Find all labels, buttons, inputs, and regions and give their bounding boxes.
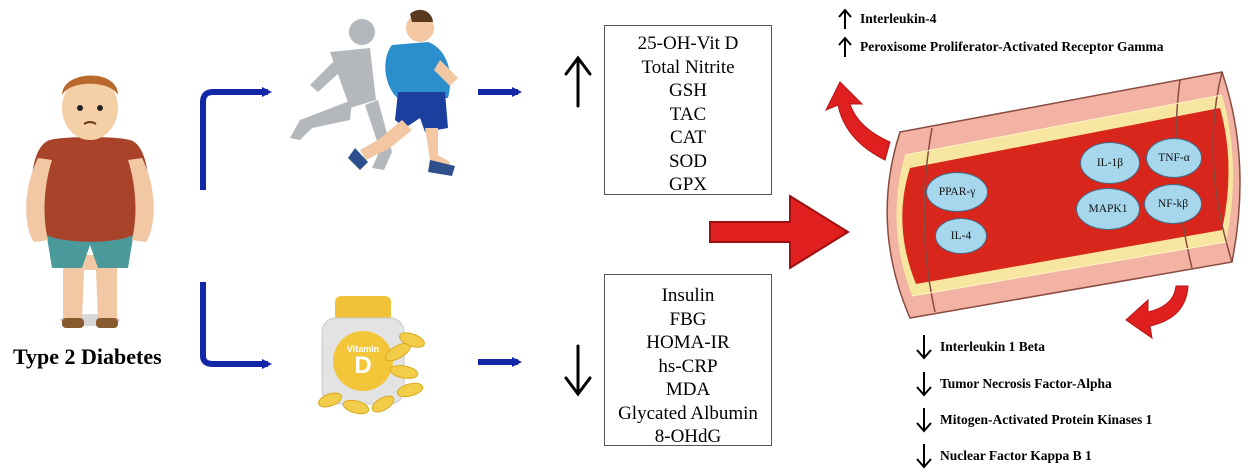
list-item: Nuclear Factor Kappa B 1	[914, 438, 1152, 474]
increased-marker: GPX	[668, 174, 707, 195]
decreased-marker: Glycated Albumin	[618, 402, 758, 424]
increased-marker: CAT	[670, 127, 706, 148]
downregulated-list: Interleukin 1 Beta Tumor Necrosis Factor…	[914, 328, 1152, 474]
increased-marker: 25-OH-Vit D	[637, 33, 739, 54]
big-red-arrow	[709, 194, 850, 270]
vessel-cell: IL-4	[935, 218, 987, 254]
increase-arrow-icon	[564, 55, 592, 108]
list-item: Mitogen-Activated Protein Kinases 1	[914, 402, 1152, 438]
upper-elbow-arrow	[200, 87, 272, 190]
list-item: Peroxisome Proliferator-Activated Recept…	[836, 32, 1164, 62]
down-arrow-icon	[916, 335, 932, 360]
up-arrow-icon	[838, 36, 852, 57]
upregulated-list: Interleukin-4 Peroxisome Proliferator-Ac…	[836, 6, 1164, 62]
increased-marker: Total Nitrite	[641, 56, 735, 78]
increased-marker: TAC	[669, 103, 707, 125]
decreased-marker: HOMA-IR	[646, 332, 730, 353]
vessel-cell: NF-kβ	[1144, 184, 1202, 224]
increased-marker: SOD	[668, 150, 707, 172]
decreased-marker: 8-OHdG	[654, 426, 722, 447]
person-icon	[26, 75, 154, 328]
decreased-marker: MDA	[665, 379, 711, 400]
upregulated-label: Interleukin-4	[860, 11, 937, 26]
decreased-marker: FBG	[669, 308, 707, 330]
lower-curved-red-arrow	[1125, 285, 1189, 340]
lower-elbow-arrow	[200, 282, 272, 369]
list-item: Tumor Necrosis Factor-Alpha	[914, 366, 1152, 402]
decreased-marker: Insulin	[661, 285, 715, 306]
decreased-marker: hs-CRP	[658, 355, 718, 377]
increased-marker: GSH	[668, 80, 707, 101]
down-arrow-icon	[916, 408, 932, 433]
decrease-arrow-icon	[564, 344, 592, 397]
down-arrow-icon	[916, 372, 932, 397]
list-item: Interleukin 1 Beta	[914, 328, 1152, 366]
up-arrow-icon	[838, 8, 852, 29]
downregulated-label: Tumor Necrosis Factor-Alpha	[940, 376, 1112, 391]
upper-curved-red-arrow	[824, 81, 891, 161]
vitamin-label: Vitamin D	[333, 344, 393, 378]
down-arrow-icon	[916, 444, 932, 469]
list-item: Interleukin-4	[836, 6, 1164, 32]
vitamin-label-top: Vitamin	[346, 344, 380, 354]
vessel-cell: PPAR-γ	[926, 172, 988, 212]
vitamin-label-letter: D	[354, 352, 372, 379]
page-title: Type 2 Diabetes	[13, 344, 162, 369]
runners-icon	[290, 9, 458, 176]
downregulated-label: Mitogen-Activated Protein Kinases 1	[940, 412, 1153, 427]
vessel-cell: MAPK1	[1076, 188, 1140, 230]
vessel-cell: TNF-α	[1146, 138, 1202, 178]
downregulated-label: Interleukin 1 Beta	[940, 339, 1046, 354]
downregulated-label: Nuclear Factor Kappa B 1	[940, 448, 1092, 463]
upregulated-label: Peroxisome Proliferator-Activated Recept…	[860, 39, 1164, 54]
vitamin-d-bottle-icon	[318, 296, 425, 415]
vessel-cell: IL-1β	[1080, 142, 1140, 184]
